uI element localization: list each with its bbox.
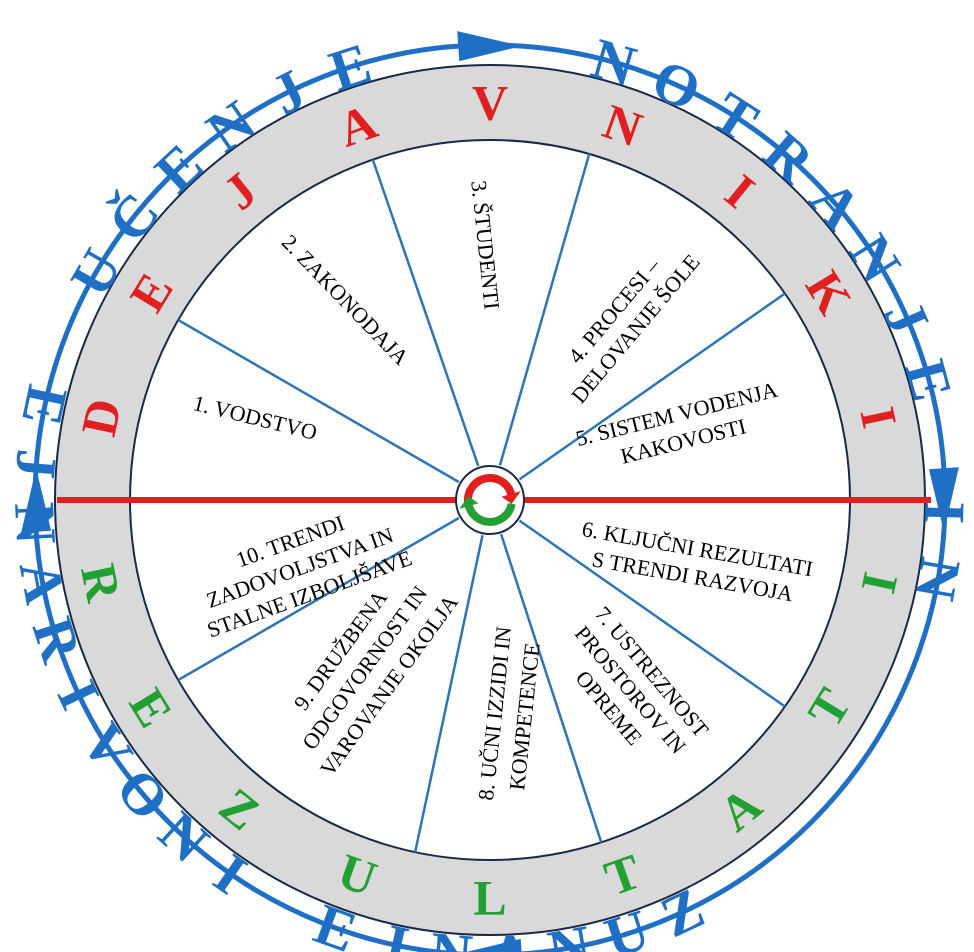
arrow-right-icon	[928, 467, 959, 532]
outer-top-letter: J	[261, 57, 316, 128]
outer-top-letter: J	[871, 291, 942, 344]
outer-bottom-letter: A	[488, 921, 533, 952]
center-cycle	[455, 465, 525, 535]
spokes-layer	[57, 153, 931, 853]
cycle-red-arc	[464, 474, 516, 505]
arrow-bottom-icon	[466, 938, 522, 952]
outer-top-letter: I	[912, 500, 974, 524]
enablers-letter: V	[472, 75, 508, 131]
segment-divider-1	[371, 159, 480, 467]
segment-divider-2	[498, 153, 591, 466]
outer-bottom-letter: Z	[651, 875, 714, 950]
segment-divider-5	[499, 533, 603, 843]
arrow-top-icon	[457, 31, 522, 62]
segment-divider-6	[413, 534, 484, 853]
cycle-red-arrowhead-icon	[501, 491, 521, 504]
outer-bottom-letter: I	[45, 671, 113, 719]
outer-bottom-letter: N	[2, 501, 69, 546]
outer-bottom-letter: I	[203, 841, 259, 907]
outer-bottom-letter: R	[20, 610, 95, 671]
outer-top-letter: E	[893, 353, 966, 407]
outer-bottom-letter: N	[428, 919, 475, 952]
outer-top-letter: N	[585, 25, 643, 99]
outer-top-letter: -	[471, 12, 492, 77]
segment-divider-0	[177, 318, 460, 484]
cycle-green-arrowhead-icon	[459, 496, 479, 509]
arrow-left-icon	[21, 468, 52, 533]
segment-divider-3	[518, 292, 786, 481]
cycle-green-arc	[464, 502, 516, 526]
segment-divider-7	[177, 516, 460, 682]
outer-bottom-letter: J	[3, 447, 70, 481]
segment-divider-4	[518, 519, 786, 708]
outer-top-letter: E	[322, 30, 379, 104]
results-letter: L	[473, 870, 506, 926]
